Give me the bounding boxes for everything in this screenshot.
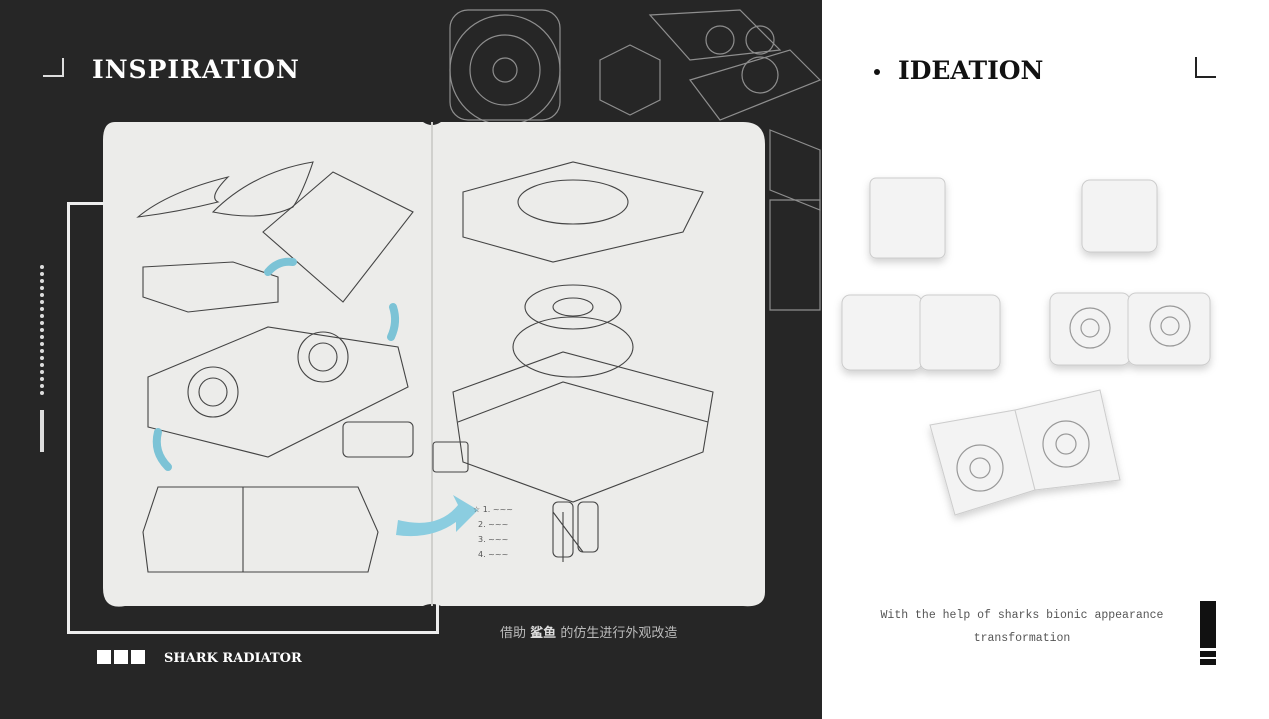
- svg-text:4. ~~~: 4. ~~~: [478, 550, 508, 559]
- caption-highlight: 鲨鱼: [530, 626, 557, 641]
- description-line-2: transformation: [973, 632, 1071, 645]
- background-hardware-sketch: [449, 9, 822, 311]
- exclamation-bar-decoration: [1200, 601, 1216, 665]
- inspiration-title: INSPIRATION: [92, 55, 300, 84]
- bullet-dot: [874, 69, 880, 75]
- dot-column-decoration: [40, 265, 45, 395]
- description-line-1: With the help of sharks bionic appearanc…: [880, 609, 1164, 622]
- svg-text:☆ 1. ~~~: ☆ 1. ~~~: [473, 505, 513, 514]
- caption-prefix: 借助: [500, 626, 527, 641]
- vertical-bar-decoration: [40, 410, 44, 452]
- ideation-title: IDEATION: [898, 56, 1044, 85]
- product-renders-image: [841, 177, 1211, 516]
- svg-text:3. ~~~: 3. ~~~: [478, 535, 508, 544]
- chinese-caption: 借助 鲨鱼 的仿生进行外观改造: [500, 622, 677, 641]
- svg-text:2. ~~~: 2. ~~~: [478, 520, 508, 529]
- corner-bracket-decoration: [43, 58, 64, 77]
- caption-suffix: 的仿生进行外观改造: [560, 626, 678, 641]
- corner-bracket-decoration: [1195, 57, 1216, 78]
- ideation-description: With the help of sharks bionic appearanc…: [862, 604, 1182, 650]
- square-blocks-decoration: [97, 650, 145, 664]
- inspiration-panel: INSPIRATION: [0, 0, 822, 719]
- shark-radiator-label: SHARK RADIATOR: [164, 651, 302, 666]
- sketchbook-image: ☆ 1. ~~~ 2. ~~~ 3. ~~~ 4. ~~~: [103, 122, 765, 607]
